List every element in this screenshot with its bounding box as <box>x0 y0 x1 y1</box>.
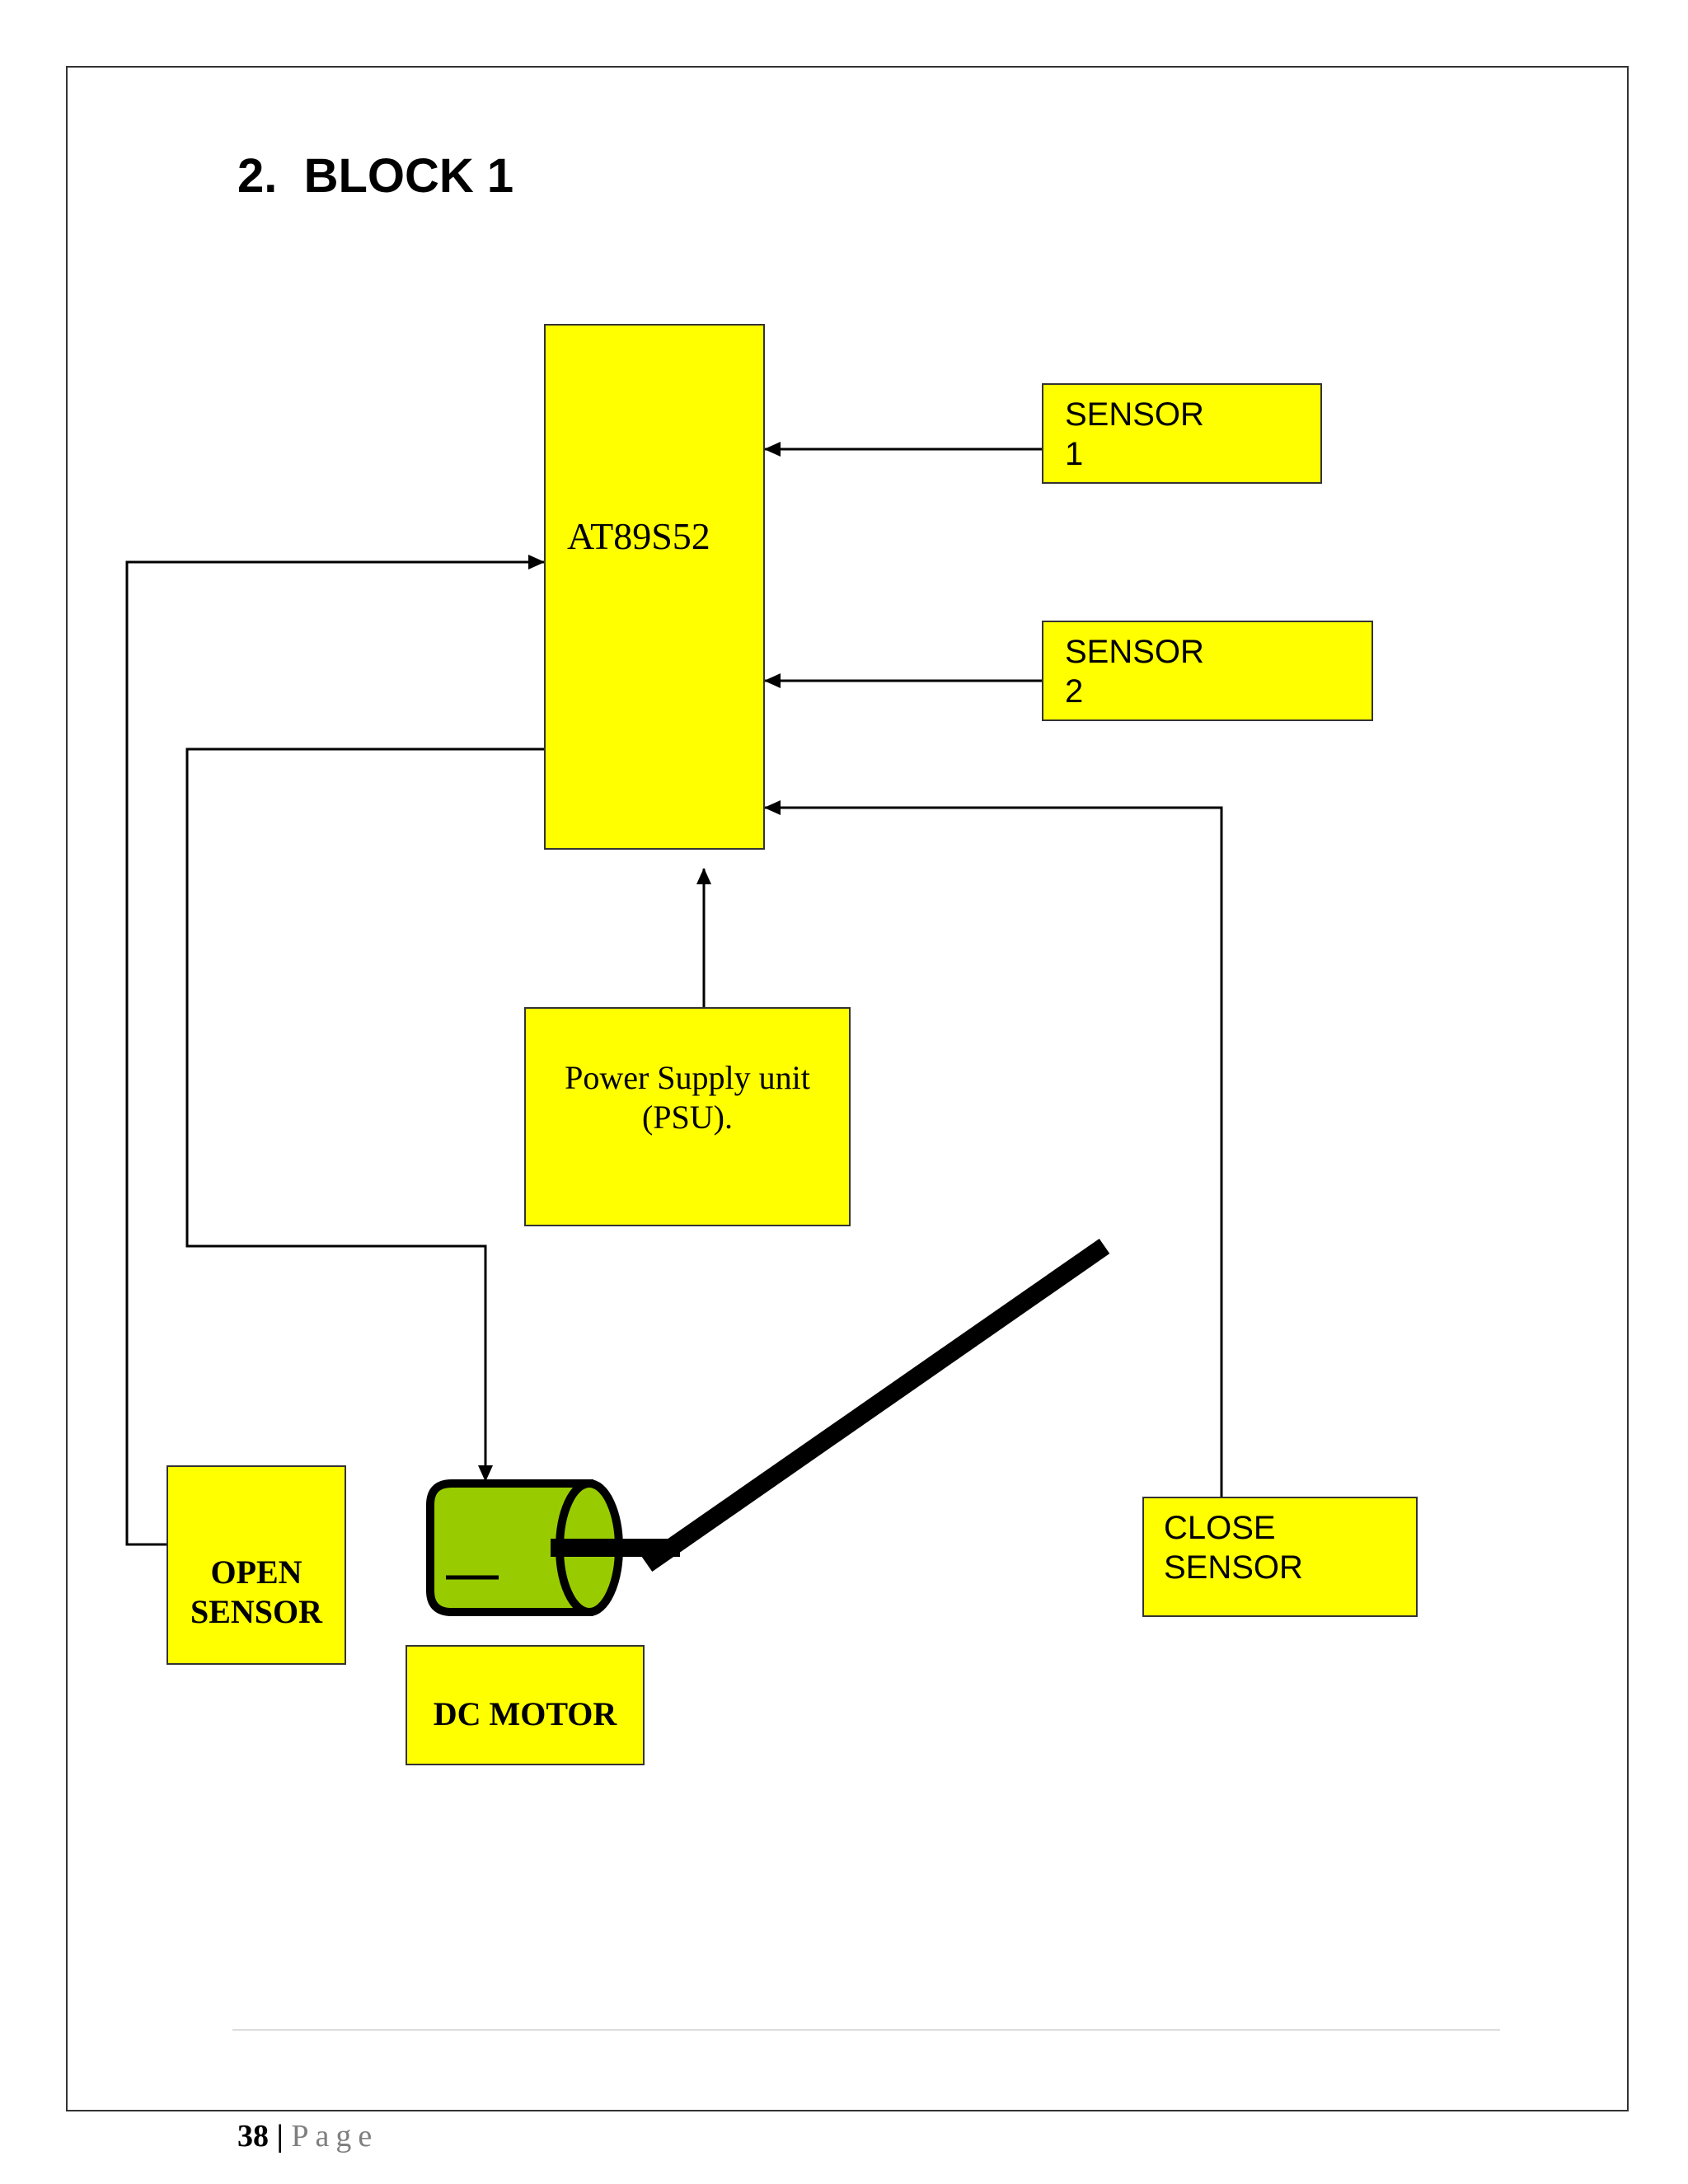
psu-label-line1: Power Supply unit <box>565 1059 810 1096</box>
dc-motor-icon <box>426 1479 680 1616</box>
psu-label-line2: (PSU). <box>641 1099 734 1136</box>
sensor2-label-line1: SENSOR <box>1065 634 1204 670</box>
mcu-label: AT89S52 <box>567 515 710 557</box>
page-border <box>66 66 1629 2111</box>
open-sensor-label-line1: OPEN <box>210 1554 302 1591</box>
footer-separator: | <box>269 2119 292 2154</box>
dc-motor-label: DC MOTOR <box>433 1695 617 1732</box>
close-sensor-to-mcu-arrow <box>764 800 1223 1505</box>
footer-rule <box>232 2029 1500 2031</box>
close-sensor-label-line2: SENSOR <box>1164 1549 1303 1586</box>
gate-arm <box>641 1238 1110 1572</box>
dc-motor-block: DC MOTOR <box>406 1645 645 1765</box>
sensor1-label-line1: SENSOR <box>1065 396 1204 433</box>
page-number: 38 <box>237 2119 269 2154</box>
mcu-block: AT89S52 <box>544 324 765 850</box>
sensor1-label-line2: 1 <box>1065 436 1084 472</box>
sensor2-label-line2: 2 <box>1065 673 1084 710</box>
close-sensor-block: CLOSE SENSOR <box>1142 1497 1418 1617</box>
open-sensor-to-mcu-arrow <box>125 555 545 1546</box>
page-label: Page <box>291 2119 379 2154</box>
close-sensor-label-line1: CLOSE <box>1164 1510 1276 1546</box>
page-footer: 38 | Page <box>237 2118 378 2154</box>
psu-block: Power Supply unit (PSU). <box>524 1007 851 1226</box>
sensor2-block: SENSOR 2 <box>1042 621 1373 721</box>
page-heading: 2. BLOCK 1 <box>237 149 514 203</box>
sensor1-block: SENSOR 1 <box>1042 383 1322 484</box>
open-sensor-block: OPEN SENSOR <box>166 1465 346 1665</box>
mcu-to-motor-arrow <box>185 748 546 1482</box>
open-sensor-label-line2: SENSOR <box>190 1593 323 1630</box>
